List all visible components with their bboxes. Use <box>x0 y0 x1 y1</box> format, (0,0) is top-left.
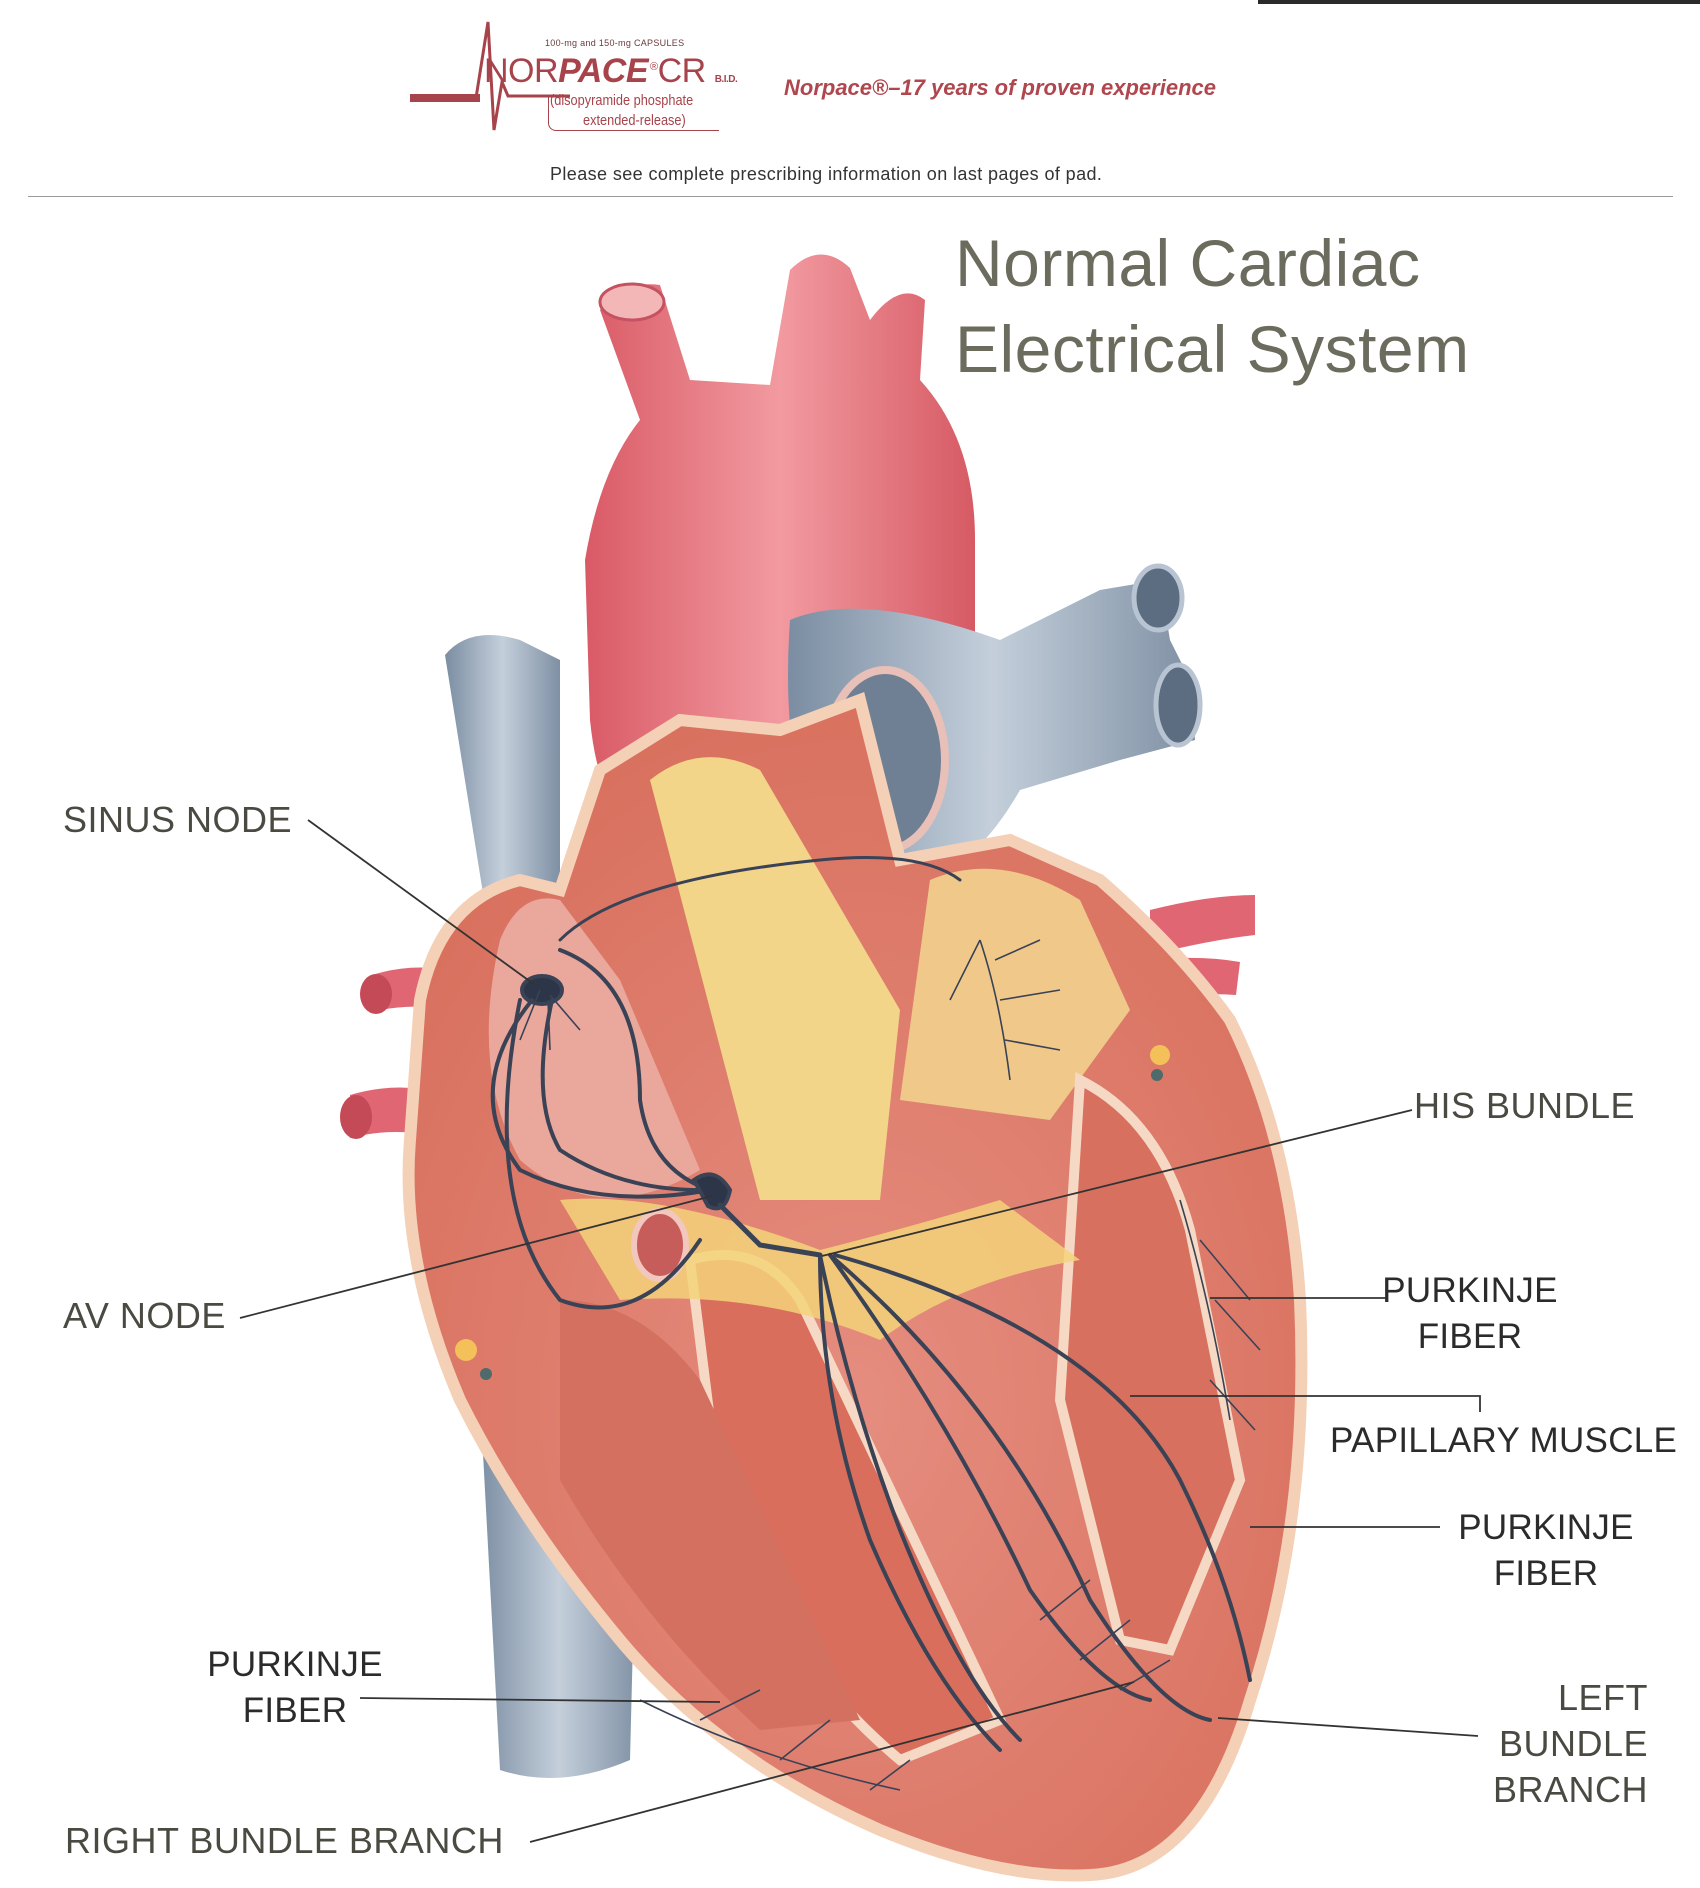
purkinje-mid-line2: FIBER <box>1493 1554 1599 1593</box>
label-papillary-muscle: PAPILLARY MUSCLE <box>1330 1421 1678 1460</box>
brand-suffix: CR <box>657 52 707 90</box>
label-sinus-node: SINUS NODE <box>63 799 293 840</box>
brand-name: NORPACE®CR B.I.D. <box>484 52 738 91</box>
purkinje-network <box>519 939 1261 1791</box>
title-line1: Normal Cardiac <box>955 226 1421 300</box>
av-node-marker <box>691 1172 733 1211</box>
conduction-system <box>490 856 1252 1752</box>
generic-name-line1: (disopyramide phosphate <box>550 92 694 109</box>
purkinje-upper-line2: FIBER <box>1417 1317 1523 1356</box>
leader-his-bundle <box>821 1109 1413 1257</box>
dosing: B.I.D. <box>714 74 738 85</box>
logo-bracket <box>548 96 719 131</box>
leader-left-bundle <box>1217 1717 1479 1737</box>
label-purkinje-fiber-mid: PURKINJE FIBER <box>1456 1505 1636 1597</box>
label-his-bundle: HIS BUNDLE <box>1414 1085 1636 1126</box>
scan-edge-mark <box>1258 0 1700 4</box>
page-title: Normal Cardiac Electrical System <box>955 220 1470 392</box>
left-bundle-line2: BUNDLE <box>1498 1723 1648 1764</box>
ecg-logo-icon <box>410 21 570 131</box>
tagline: Norpace®–17 years of proven experience <box>784 75 1216 100</box>
left-bundle-line1: LEFT <box>1557 1677 1648 1718</box>
leader-sinus-node <box>307 819 536 986</box>
brand-reg: ® <box>650 60 658 73</box>
label-av-node: AV NODE <box>63 1295 226 1336</box>
brand-bold: PACE <box>558 52 649 90</box>
label-right-bundle-branch: RIGHT BUNDLE BRANCH <box>65 1820 504 1861</box>
capsule-strength: 100-mg and 150-mg CAPSULES <box>545 38 685 48</box>
leader-right-bundle <box>529 1681 1135 1843</box>
left-bundle-line3: BRANCH <box>1492 1769 1648 1810</box>
label-left-bundle-branch: LEFT BUNDLE BRANCH <box>1440 1675 1648 1813</box>
purkinje-left-line1: PURKINJE <box>207 1645 383 1684</box>
leader-purkinje-left <box>359 1697 721 1703</box>
generic-name-line2: extended-release) <box>583 112 686 129</box>
purkinje-left-line2: FIBER <box>242 1691 348 1730</box>
label-purkinje-fiber-left: PURKINJE FIBER <box>200 1642 390 1734</box>
brand-light: NOR <box>484 52 559 90</box>
purkinje-mid-line1: PURKINJE <box>1458 1508 1634 1547</box>
header-divider <box>28 196 1673 197</box>
leader-av-node <box>239 1195 713 1319</box>
disclaimer: Please see complete prescribing informat… <box>550 164 1103 184</box>
purkinje-upper-line1: PURKINJE <box>1382 1271 1558 1310</box>
title-line2: Electrical System <box>955 312 1470 386</box>
leader-lines <box>239 819 1481 1843</box>
leader-papillary-muscle <box>1130 1395 1481 1412</box>
label-purkinje-fiber-upper: PURKINJE FIBER <box>1380 1268 1560 1360</box>
